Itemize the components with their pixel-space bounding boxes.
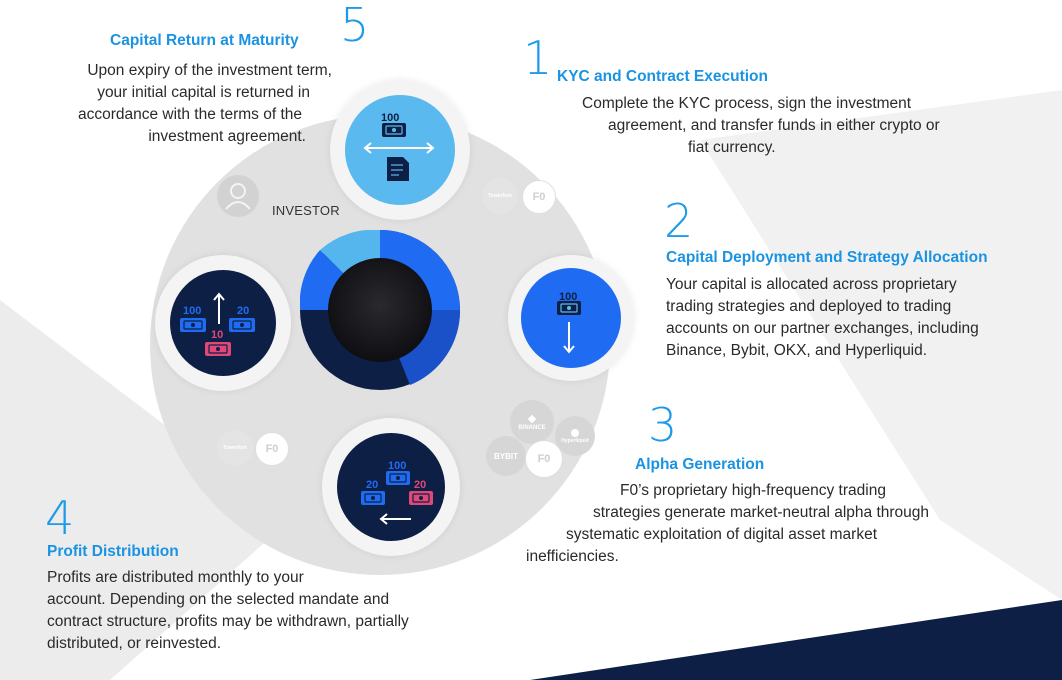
hyperliquid-logo: Hyperliquid — [555, 416, 595, 456]
step1-title: KYC and Contract Execution — [557, 68, 768, 85]
profit-up-icon — [180, 292, 255, 356]
right-bill-value: 100 — [559, 291, 578, 303]
step2-number: 2 — [664, 194, 694, 248]
step4-line: contract structure, profits may be withd… — [47, 613, 409, 630]
bottom-node-inner — [337, 433, 445, 541]
investor-avatar — [217, 175, 259, 217]
step5-number: 5 — [340, 0, 370, 52]
user-icon — [225, 183, 251, 210]
f0-logo-left: F0 — [255, 432, 289, 466]
center-ring — [300, 230, 460, 390]
bottom-bill-a: 100 — [388, 460, 407, 472]
left-bill-a: 100 — [183, 305, 202, 317]
f0-logo-exchange: F0 — [525, 440, 563, 478]
bottom-bill-b: 20 — [366, 479, 379, 491]
bybit-logo: BYBIT — [486, 436, 526, 476]
step2-line: accounts on our partner exchanges, inclu… — [666, 320, 979, 337]
step3-title: Alpha Generation — [635, 456, 765, 473]
binance-label: BINANCE — [518, 425, 546, 431]
step4-number: 4 — [45, 491, 75, 545]
hyperliquid-icon — [571, 429, 579, 437]
towerfork-logo-top: Towerfork — [482, 178, 518, 214]
step5-title: Capital Return at Maturity — [110, 32, 299, 49]
hyperliquid-label: Hyperliquid — [561, 438, 589, 444]
step2-line: trading strategies and deployed to tradi… — [666, 298, 952, 315]
step4-line: account. Depending on the selected manda… — [47, 591, 390, 608]
step1-line: Complete the KYC process, sign the inves… — [582, 95, 912, 112]
step2-body: Your capital is allocated across proprie… — [666, 274, 979, 362]
towerfork-logo-left: Towerfork — [217, 430, 253, 466]
step3-line: systematic exploitation of digital asset… — [566, 526, 877, 543]
step2-line: Your capital is allocated across proprie… — [666, 276, 957, 293]
step2-line: Binance, Bybit, OKX, and Hyperliquid. — [666, 342, 928, 359]
step1-line: agreement, and transfer funds in either … — [608, 117, 940, 134]
step1-body: Complete the KYC process, sign the inves… — [582, 93, 940, 159]
transfer-icon — [363, 123, 435, 181]
step3-body: F0’s proprietary high-frequency trading … — [526, 480, 929, 568]
binance-diamond-icon — [527, 414, 537, 424]
step3-number: 3 — [648, 398, 678, 452]
step5-body: Upon expiry of the investment term, your… — [0, 60, 332, 148]
f0-logo-top: F0 — [522, 180, 556, 214]
step4-line: distributed, or reinvested. — [47, 635, 222, 652]
step5-line: your initial capital is returned in — [97, 84, 310, 101]
step2-title: Capital Deployment and Strategy Allocati… — [666, 249, 988, 266]
step3-line: strategies generate market-neutral alpha… — [593, 504, 930, 521]
top-bill-value: 100 — [381, 112, 400, 124]
top-node-inner — [345, 95, 455, 205]
step3-line: F0’s proprietary high-frequency trading — [620, 482, 886, 499]
left-bill-c: 10 — [211, 329, 224, 341]
return-left-icon — [361, 471, 433, 525]
step1-line: fiat currency. — [688, 139, 776, 156]
step4-line: Profits are distributed monthly to your — [47, 569, 304, 586]
right-node-inner — [521, 268, 621, 368]
step5-line: Upon expiry of the investment term, — [87, 62, 332, 79]
step5-line: accordance with the terms of the — [77, 106, 302, 123]
step4-title: Profit Distribution — [47, 543, 179, 560]
step3-line: inefficiencies. — [526, 548, 619, 565]
investor-label: INVESTOR — [272, 203, 340, 218]
bottom-bill-c: 20 — [414, 479, 427, 491]
step4-body: Profits are distributed monthly to your … — [47, 567, 409, 655]
left-bill-b: 20 — [237, 305, 250, 317]
binance-logo: BINANCE — [510, 400, 554, 444]
step1-number: 1 — [523, 31, 553, 85]
deploy-down-icon — [557, 301, 581, 354]
step5-line: investment agreement. — [148, 128, 306, 145]
